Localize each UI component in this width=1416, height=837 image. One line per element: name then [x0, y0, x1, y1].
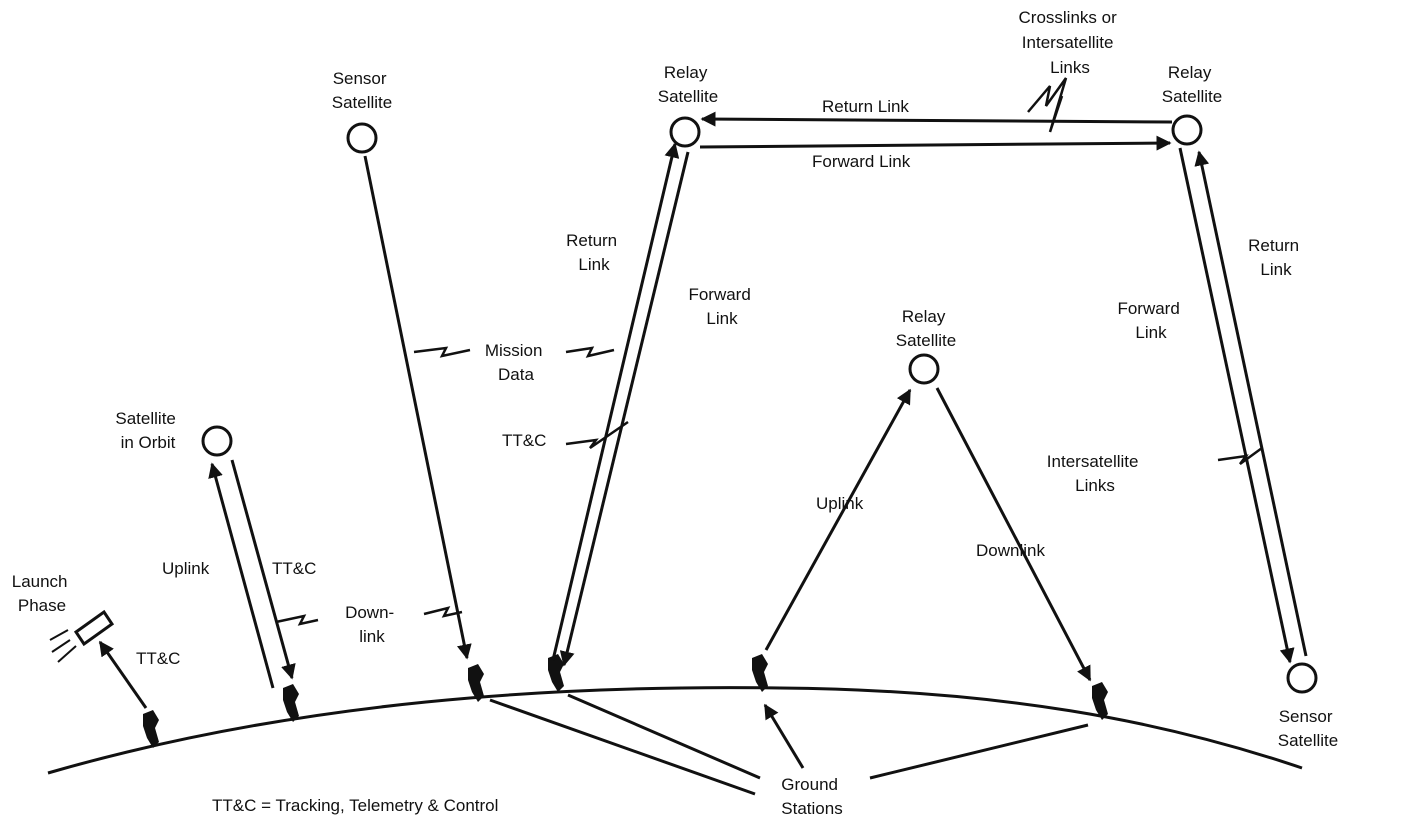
- ground-stations-pointer: [763, 703, 805, 769]
- downlink-partial-label: Down- link: [345, 603, 399, 646]
- return-link-left: [551, 142, 680, 661]
- ground-station-icon: [548, 654, 564, 692]
- relay-satellite-center: [908, 353, 940, 385]
- ground-stations-pointer: [567, 693, 761, 780]
- relay-satellite-right-label: Relay Satellite: [1162, 63, 1222, 106]
- forward-link-right: [1178, 147, 1295, 664]
- legend-label: TT&C = Tracking, Telemetry & Control: [212, 796, 498, 815]
- lightning-bolt-icon: [565, 420, 629, 450]
- return-link-left-label: Return Link: [566, 231, 622, 274]
- forward-link-right-label: Forward Link: [1117, 299, 1184, 342]
- uplink-left-label: Uplink: [162, 559, 210, 578]
- forward-link-left-label: Forward Link: [688, 285, 755, 328]
- downlink-center-label: Downlink: [976, 541, 1045, 560]
- ground-stations-label: Ground Stations: [781, 775, 842, 818]
- ttc-launch-link: [98, 640, 148, 709]
- return-link-right: [1194, 150, 1308, 657]
- lightning-bolt-icon: [275, 614, 319, 626]
- lightning-bolt-icon: [1217, 446, 1263, 466]
- lightning-bolt-icon: [1027, 77, 1068, 133]
- forward-link-left: [559, 151, 690, 667]
- satellite-in-orbit-label: Satellite in Orbit: [115, 409, 180, 452]
- ground-stations-pointer: [489, 698, 756, 796]
- ttc-relay-label: TT&C: [502, 431, 546, 450]
- ground-stations-pointer: [869, 723, 1089, 780]
- sensor-satellite-left-label: Sensor Satellite: [332, 69, 392, 112]
- sensor-satellite-right: [1286, 662, 1318, 694]
- ttc-launch-label: TT&C: [136, 649, 180, 668]
- relay-satellite-center-label: Relay Satellite: [896, 307, 956, 350]
- lightning-bolt-icon: [413, 346, 471, 358]
- ttc-orbit-label: TT&C: [272, 559, 316, 578]
- ground-station-icon: [1092, 682, 1108, 720]
- lightning-bolt-icon: [423, 606, 463, 618]
- forward-link-top: [699, 135, 1172, 151]
- return-link-right-label: Return Link: [1248, 236, 1304, 279]
- sensor-satellite-right-label: Sensor Satellite: [1278, 707, 1338, 750]
- ground-station-icon: [468, 664, 484, 702]
- satellite-in-orbit: [201, 425, 233, 457]
- return-link-top-label: Return Link: [822, 97, 909, 116]
- ground-station-icon: [752, 654, 768, 692]
- return-link-top: [700, 111, 1173, 127]
- forward-link-top-label: Forward Link: [812, 152, 911, 171]
- mission-data-link: [363, 155, 472, 660]
- ttc-orbit-link: [230, 459, 296, 680]
- launch-vehicle-icon: [49, 609, 115, 663]
- downlink-center: [935, 387, 1092, 682]
- ground-station-icon: [143, 710, 159, 748]
- sensor-satellite-left: [346, 122, 378, 154]
- earth-surface: [47, 686, 1303, 775]
- intersatellite-links-label: Intersatellite Links: [1047, 452, 1143, 495]
- launch-phase-label: Launch Phase: [12, 572, 73, 615]
- relay-satellite-left: [669, 116, 701, 148]
- lightning-bolt-icon: [565, 346, 615, 358]
- uplink-left: [208, 462, 275, 689]
- ground-station-icon: [283, 684, 299, 722]
- crosslinks-label: Crosslinks or Intersatellite Links: [1019, 8, 1122, 77]
- relay-satellite-left-label: Relay Satellite: [658, 63, 718, 106]
- uplink-center: [764, 388, 912, 651]
- mission-data-label: Mission Data: [485, 341, 547, 384]
- uplink-center-label: Uplink: [816, 494, 864, 513]
- relay-satellite-right: [1171, 114, 1203, 146]
